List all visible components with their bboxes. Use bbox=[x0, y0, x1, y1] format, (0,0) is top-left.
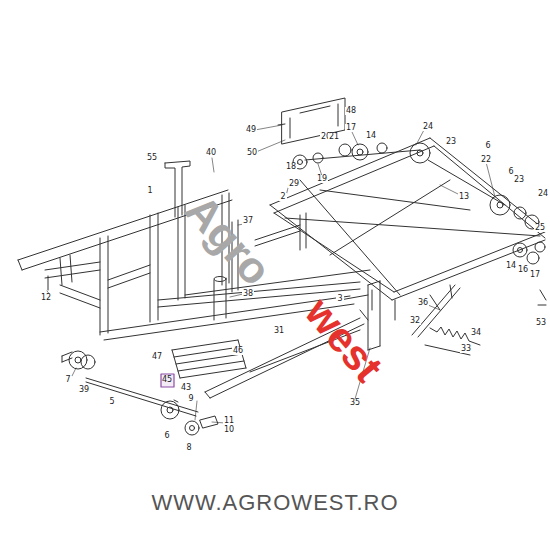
callout-number: 40 bbox=[205, 149, 217, 157]
callout-number: 36 bbox=[417, 299, 429, 307]
callout-number: 53 bbox=[535, 319, 547, 327]
highlight-box bbox=[161, 374, 174, 387]
callout-number: 5 bbox=[108, 398, 115, 406]
callout-number: 47 bbox=[151, 353, 163, 361]
callout-number: 34 bbox=[470, 329, 482, 337]
callout-number: 43 bbox=[180, 384, 192, 392]
callout-number: 23 bbox=[513, 176, 525, 184]
callout-number: 14 bbox=[505, 262, 517, 270]
callout-number: 9 bbox=[187, 395, 194, 403]
callout-number: 18 bbox=[285, 163, 297, 171]
callout-number: 2 bbox=[279, 193, 286, 201]
leader-lines bbox=[47, 125, 495, 423]
callout-number: 17 bbox=[345, 124, 357, 132]
callout-number: 19 bbox=[316, 175, 328, 183]
callout-number: 6 bbox=[163, 432, 170, 440]
callout-number: 10 bbox=[223, 426, 235, 434]
callout-number: 1 bbox=[146, 187, 153, 195]
callout-number: 49 bbox=[245, 126, 257, 134]
callout-number: 8 bbox=[185, 444, 192, 452]
watermark: west bbox=[298, 291, 390, 390]
callout-number: 35 bbox=[349, 399, 361, 407]
callout-number: 14 bbox=[365, 132, 377, 140]
callout-number: 24 bbox=[537, 190, 549, 198]
callout-number: 55 bbox=[146, 154, 158, 162]
watermark: Agro bbox=[177, 187, 278, 293]
callout-number: 21 bbox=[328, 133, 340, 141]
callout-number: 12 bbox=[40, 294, 52, 302]
callout-number: 50 bbox=[246, 149, 258, 157]
callout-number: 32 bbox=[409, 317, 421, 325]
callout-number: 25 bbox=[534, 224, 546, 232]
callout-number: 24 bbox=[422, 123, 434, 131]
callout-number: 7 bbox=[64, 376, 71, 384]
callout-number: 22 bbox=[480, 156, 492, 164]
callout-number: 48 bbox=[345, 107, 357, 115]
callout-number: 6 bbox=[507, 168, 514, 176]
callout-number: 13 bbox=[458, 193, 470, 201]
callout-number: 45 bbox=[162, 376, 172, 384]
callout-number: 16 bbox=[517, 266, 529, 274]
callout-number: 31 bbox=[273, 327, 285, 335]
callout-number: 17 bbox=[529, 271, 541, 279]
callout-number: 6 bbox=[484, 142, 491, 150]
callout-number: 46 bbox=[232, 347, 244, 355]
callout-number: 29 bbox=[288, 180, 300, 188]
callout-number: 11 bbox=[223, 417, 235, 425]
callout-number: 23 bbox=[445, 138, 457, 146]
website-url: WWW.AGROWEST.RO bbox=[151, 492, 398, 514]
callout-number: 39 bbox=[78, 386, 90, 394]
callout-number: 33 bbox=[460, 345, 472, 353]
